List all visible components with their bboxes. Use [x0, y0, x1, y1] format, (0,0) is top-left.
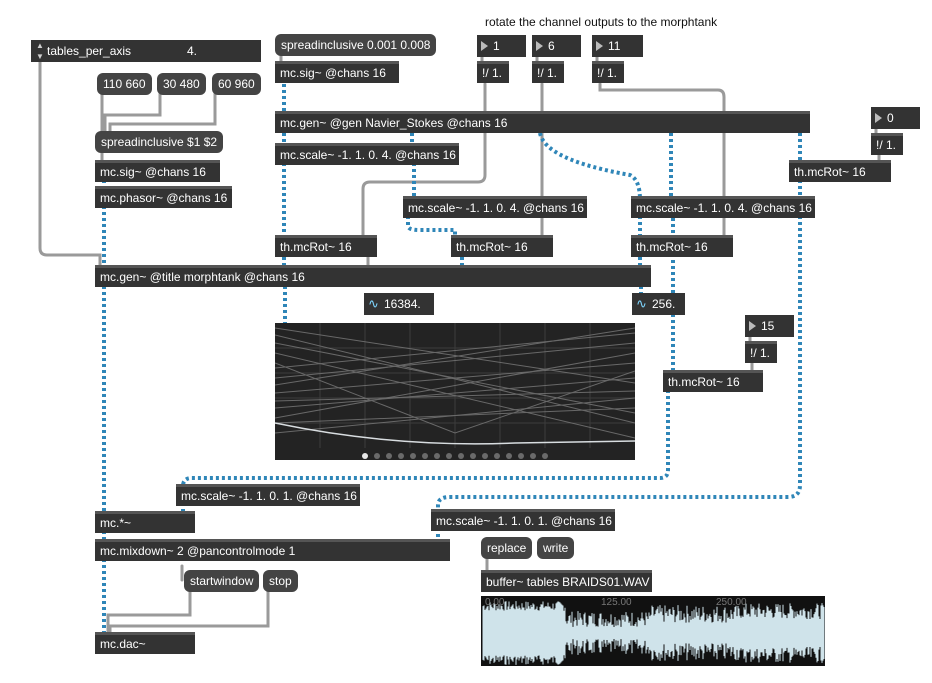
object-divide-11[interactable]: !/ 1. [592, 61, 624, 83]
object-divide-1[interactable]: !/ 1. [477, 61, 509, 83]
scope-page-dot[interactable] [434, 453, 440, 459]
message-replace[interactable]: replace [481, 537, 533, 559]
number-value: 1 [493, 39, 500, 53]
number-triangle-icon [875, 113, 882, 123]
waveform-ruler-label: 125.00 [601, 597, 632, 608]
message-spreadinclusive-values[interactable]: spreadinclusive 0.001 0.008 [275, 34, 437, 56]
number-box-15[interactable]: 15 [745, 315, 794, 337]
up-down-arrows-icon: ▲▼ [36, 41, 44, 61]
number-box-11[interactable]: 11 [592, 35, 643, 57]
scope-page-dot[interactable] [386, 453, 392, 459]
number-box-6[interactable]: 6 [532, 35, 581, 57]
object-rot-c[interactable]: th.mcRot~ 16 [631, 235, 733, 257]
multichannel-scope[interactable] [274, 323, 636, 460]
object-buffer[interactable]: buffer~ tables BRAIDS01.WAV [481, 570, 652, 592]
scope-page-dots[interactable] [275, 446, 635, 459]
scope-page-dot[interactable] [482, 453, 488, 459]
object-rot-d[interactable]: th.mcRot~ 16 [663, 370, 763, 392]
object-scale-d[interactable]: mc.scale~ -1. 1. 0. 1. @chans 16 [176, 484, 360, 506]
object-rot-b[interactable]: th.mcRot~ 16 [451, 235, 553, 257]
patch-comment: rotate the channel outputs to the morpht… [485, 15, 718, 29]
number-triangle-icon [596, 41, 603, 51]
scope-page-dot[interactable] [494, 453, 500, 459]
number-box-1[interactable]: 1 [477, 35, 526, 57]
object-gen-morphtank[interactable]: mc.gen~ @title morphtank @chans 16 [95, 265, 651, 287]
signal-wave-icon: ∿ [636, 296, 647, 311]
scope-page-dot[interactable] [446, 453, 452, 459]
scope-plot [274, 323, 636, 448]
object-mc-sig-top[interactable]: mc.sig~ @chans 16 [275, 61, 399, 83]
object-mc-sig-left[interactable]: mc.sig~ @chans 16 [95, 160, 220, 182]
scope-page-dot[interactable] [458, 453, 464, 459]
waveform-plot [482, 601, 825, 665]
object-rot-right[interactable]: th.mcRot~ 16 [789, 160, 891, 182]
signal-value: 16384. [384, 297, 421, 311]
scope-page-dot[interactable] [542, 453, 548, 459]
tables-per-axis-number[interactable]: 4. [181, 40, 261, 62]
object-divide-0[interactable]: !/ 1. [871, 133, 903, 155]
waveform-ruler-label: 0.00 [485, 597, 505, 608]
scope-page-dot[interactable] [398, 453, 404, 459]
number-value: 11 [608, 39, 621, 53]
number-triangle-icon [749, 321, 756, 331]
tables-per-axis-menu[interactable]: ▲▼ tables_per_axis [31, 40, 181, 62]
signal-value: 256. [652, 297, 676, 311]
message-spreadinclusive-args[interactable]: spreadinclusive $1 $2 [95, 131, 224, 153]
message-110-660[interactable]: 110 660 [97, 73, 152, 95]
scope-page-dot[interactable] [410, 453, 416, 459]
waveform-display[interactable]: 0.00 125.00 250.00 [481, 596, 825, 666]
object-divide-6[interactable]: !/ 1. [532, 61, 564, 83]
object-mc-multiply[interactable]: mc.*~ [95, 511, 195, 533]
object-mc-phasor[interactable]: mc.phasor~ @chans 16 [95, 186, 232, 208]
object-rot-a[interactable]: th.mcRot~ 16 [275, 235, 377, 257]
object-scale-c[interactable]: mc.scale~ -1. 1. 0. 4. @chans 16 [631, 196, 815, 218]
scope-page-dot[interactable] [470, 453, 476, 459]
signal-number-256: ∿ 256. [632, 293, 685, 315]
waveform-ruler-label: 250.00 [716, 597, 747, 608]
object-scale-a[interactable]: mc.scale~ -1. 1. 0. 4. @chans 16 [275, 143, 459, 165]
object-mc-mixdown[interactable]: mc.mixdown~ 2 @pancontrolmode 1 [95, 539, 450, 561]
scope-page-dot[interactable] [530, 453, 536, 459]
scope-page-dot[interactable] [374, 453, 380, 459]
message-60-960[interactable]: 60 960 [212, 73, 261, 95]
number-box-0[interactable]: 0 [871, 107, 920, 129]
object-divide-15[interactable]: !/ 1. [745, 341, 777, 363]
number-triangle-icon [481, 41, 488, 51]
message-30-480[interactable]: 30 480 [157, 73, 206, 95]
number-value: 15 [761, 319, 775, 333]
scope-page-dot[interactable] [362, 453, 368, 459]
object-gen-navier-stokes[interactable]: mc.gen~ @gen Navier_Stokes @chans 16 [275, 111, 810, 133]
object-mc-dac[interactable]: mc.dac~ [95, 632, 195, 654]
scope-page-dot[interactable] [506, 453, 512, 459]
menu-label: tables_per_axis [47, 44, 132, 58]
message-startwindow[interactable]: startwindow [184, 570, 260, 592]
signal-wave-icon: ∿ [368, 296, 379, 311]
number-value: 6 [548, 39, 555, 53]
message-write[interactable]: write [537, 537, 575, 559]
message-stop[interactable]: stop [263, 570, 298, 592]
object-scale-b[interactable]: mc.scale~ -1. 1. 0. 4. @chans 16 [403, 196, 587, 218]
scope-page-dot[interactable] [422, 453, 428, 459]
scope-page-dot[interactable] [518, 453, 524, 459]
signal-number-16384: ∿ 16384. [364, 293, 434, 315]
object-scale-e[interactable]: mc.scale~ -1. 1. 0. 1. @chans 16 [431, 509, 615, 531]
number-triangle-icon [536, 41, 543, 51]
number-value: 0 [887, 111, 894, 125]
